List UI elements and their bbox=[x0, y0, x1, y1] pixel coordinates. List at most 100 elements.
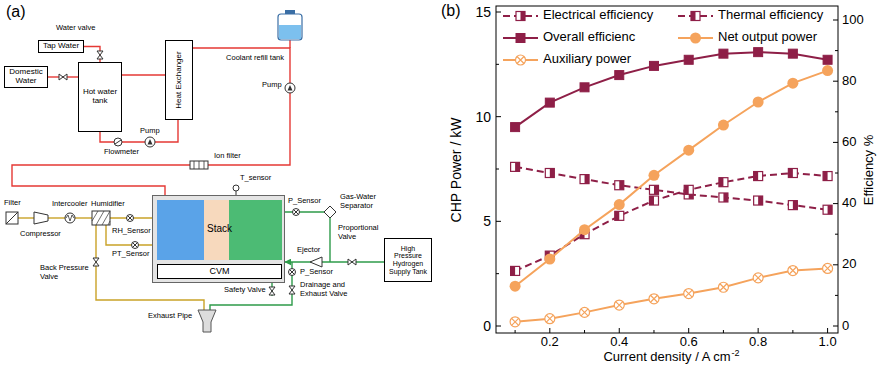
data-marker bbox=[516, 34, 525, 43]
data-marker bbox=[719, 178, 728, 187]
pipe-line bbox=[48, 217, 65, 218]
node-label: Heat Exchanger bbox=[175, 51, 184, 108]
pipe-connector bbox=[122, 74, 165, 75]
tick-label: 0.4 bbox=[610, 335, 628, 350]
tick-label: 80 bbox=[842, 74, 856, 89]
data-line bbox=[515, 167, 827, 210]
filter-symbol bbox=[6, 212, 18, 224]
data-marker bbox=[615, 211, 620, 220]
tick-label: 0.2 bbox=[541, 335, 559, 350]
data-marker bbox=[828, 205, 833, 214]
data-marker bbox=[719, 193, 728, 202]
part-label: Water valve bbox=[56, 24, 95, 33]
data-marker bbox=[823, 55, 832, 64]
data-marker bbox=[615, 181, 624, 190]
flowmeter-symbol bbox=[115, 140, 121, 144]
part-label: Compressor bbox=[20, 230, 61, 239]
node-label: Tap Water bbox=[43, 42, 79, 51]
axis-title: Current density / A cm bbox=[603, 350, 730, 365]
intercooler-symbol bbox=[65, 213, 75, 223]
valve-symbol bbox=[97, 51, 103, 59]
data-line bbox=[515, 268, 827, 321]
pump-symbol bbox=[288, 85, 293, 91]
data-marker bbox=[545, 169, 554, 178]
data-marker bbox=[684, 55, 693, 64]
panel-tag: (b) bbox=[441, 2, 461, 20]
data-marker bbox=[511, 266, 516, 275]
outlet-box: Domestic Water bbox=[4, 66, 48, 88]
pump-symbol bbox=[145, 137, 155, 147]
part-label: Pump bbox=[140, 127, 160, 136]
data-marker bbox=[719, 49, 728, 58]
tick-label: 100 bbox=[842, 13, 864, 28]
node-label: Stack bbox=[157, 223, 282, 234]
data-marker bbox=[614, 300, 624, 310]
sensor-symbol bbox=[293, 209, 300, 216]
data-marker bbox=[649, 294, 659, 304]
legend-label: Thermal efficiency bbox=[718, 8, 823, 23]
pipe-line bbox=[18, 217, 34, 218]
part-label: Humidifier bbox=[91, 200, 125, 209]
humidifier-symbol bbox=[92, 211, 110, 225]
valve-symbol bbox=[269, 287, 275, 295]
data-line bbox=[515, 173, 827, 271]
node-label: CVM bbox=[210, 267, 230, 277]
data-marker bbox=[788, 169, 793, 178]
tick-label: 0.6 bbox=[680, 335, 698, 350]
data-marker bbox=[615, 71, 624, 80]
sensor-symbol bbox=[233, 185, 239, 191]
inlet-box: Tap Water bbox=[38, 40, 84, 53]
part-label: T_sensor bbox=[240, 174, 271, 183]
data-marker bbox=[718, 282, 728, 292]
data-marker bbox=[510, 281, 521, 292]
part-label: Pump bbox=[262, 81, 282, 90]
valve-symbol bbox=[289, 286, 295, 294]
data-marker bbox=[615, 211, 624, 220]
data-marker bbox=[546, 315, 553, 322]
cvm-box: CVM bbox=[157, 264, 282, 279]
sensor-symbol bbox=[290, 270, 295, 275]
data-marker bbox=[619, 181, 624, 190]
node-label: Domestic Water bbox=[7, 68, 45, 86]
data-marker bbox=[649, 196, 654, 205]
legend-label: Net output power bbox=[718, 30, 817, 45]
data-marker bbox=[788, 201, 797, 210]
pump-symbol bbox=[285, 83, 295, 93]
axis-title: CHP Power / kW bbox=[448, 118, 464, 223]
chart bbox=[496, 6, 838, 333]
data-marker bbox=[824, 265, 831, 272]
pipe-line bbox=[285, 212, 330, 262]
data-marker bbox=[691, 12, 700, 21]
ejector-symbol bbox=[310, 257, 322, 267]
data-marker bbox=[581, 309, 588, 316]
axis-title-superscript: -2 bbox=[732, 348, 740, 358]
data-marker bbox=[516, 12, 525, 21]
data-marker bbox=[823, 263, 833, 273]
separator-symbol bbox=[324, 206, 336, 218]
pipe-connector bbox=[84, 47, 100, 63]
data-marker bbox=[580, 175, 589, 184]
data-marker bbox=[823, 172, 832, 181]
data-marker bbox=[754, 196, 763, 205]
data-marker bbox=[510, 317, 520, 327]
tick-label: 40 bbox=[842, 196, 856, 211]
data-marker bbox=[690, 33, 701, 44]
data-marker bbox=[580, 307, 590, 317]
data-marker bbox=[544, 254, 555, 265]
intercooler-symbol bbox=[66, 215, 74, 221]
data-marker bbox=[614, 199, 625, 210]
part-label: P_Sensor bbox=[300, 268, 333, 277]
data-marker bbox=[691, 12, 696, 21]
data-marker bbox=[754, 48, 763, 57]
tick-label: 15 bbox=[451, 4, 491, 20]
pipe-line bbox=[75, 217, 92, 218]
part-label: Ejector bbox=[297, 246, 320, 255]
panel-tag: (a) bbox=[6, 3, 26, 21]
data-marker bbox=[685, 290, 692, 297]
data-marker bbox=[654, 185, 659, 194]
data-marker bbox=[516, 55, 526, 65]
data-marker bbox=[683, 145, 694, 156]
data-marker bbox=[753, 273, 763, 283]
part-label: Coolant refill tank bbox=[192, 54, 284, 63]
